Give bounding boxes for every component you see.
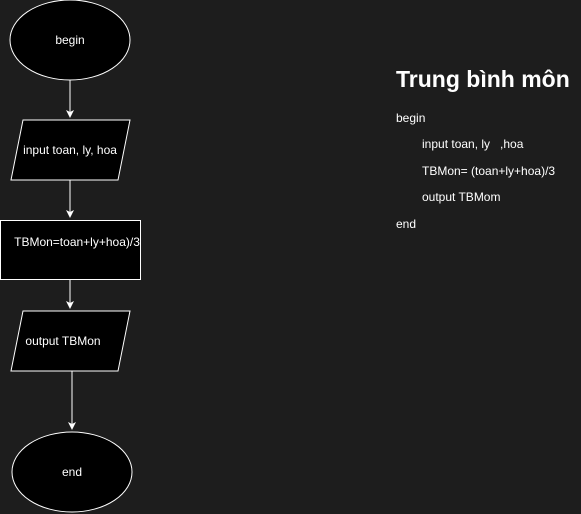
begin-label: begin [55, 33, 84, 47]
input-node[interactable]: input toan, ly, hoa [10, 119, 131, 181]
input-label: input toan, ly, hoa [23, 143, 117, 157]
end-label: end [62, 465, 82, 479]
output-label: output TBMon [25, 334, 100, 348]
process-rectangle [0, 220, 141, 280]
end-ellipse [11, 431, 133, 513]
process-node[interactable]: TBMon=toan+ly+hoa)/3 [0, 220, 141, 280]
output-parallelogram [10, 310, 131, 372]
process-label: TBMon=toan+ly+hoa)/3 [14, 235, 140, 249]
end-node[interactable]: end [11, 431, 133, 513]
input-parallelogram [10, 119, 131, 181]
output-node[interactable]: output TBMon [10, 310, 131, 372]
begin-node[interactable]: begin [9, 0, 131, 81]
